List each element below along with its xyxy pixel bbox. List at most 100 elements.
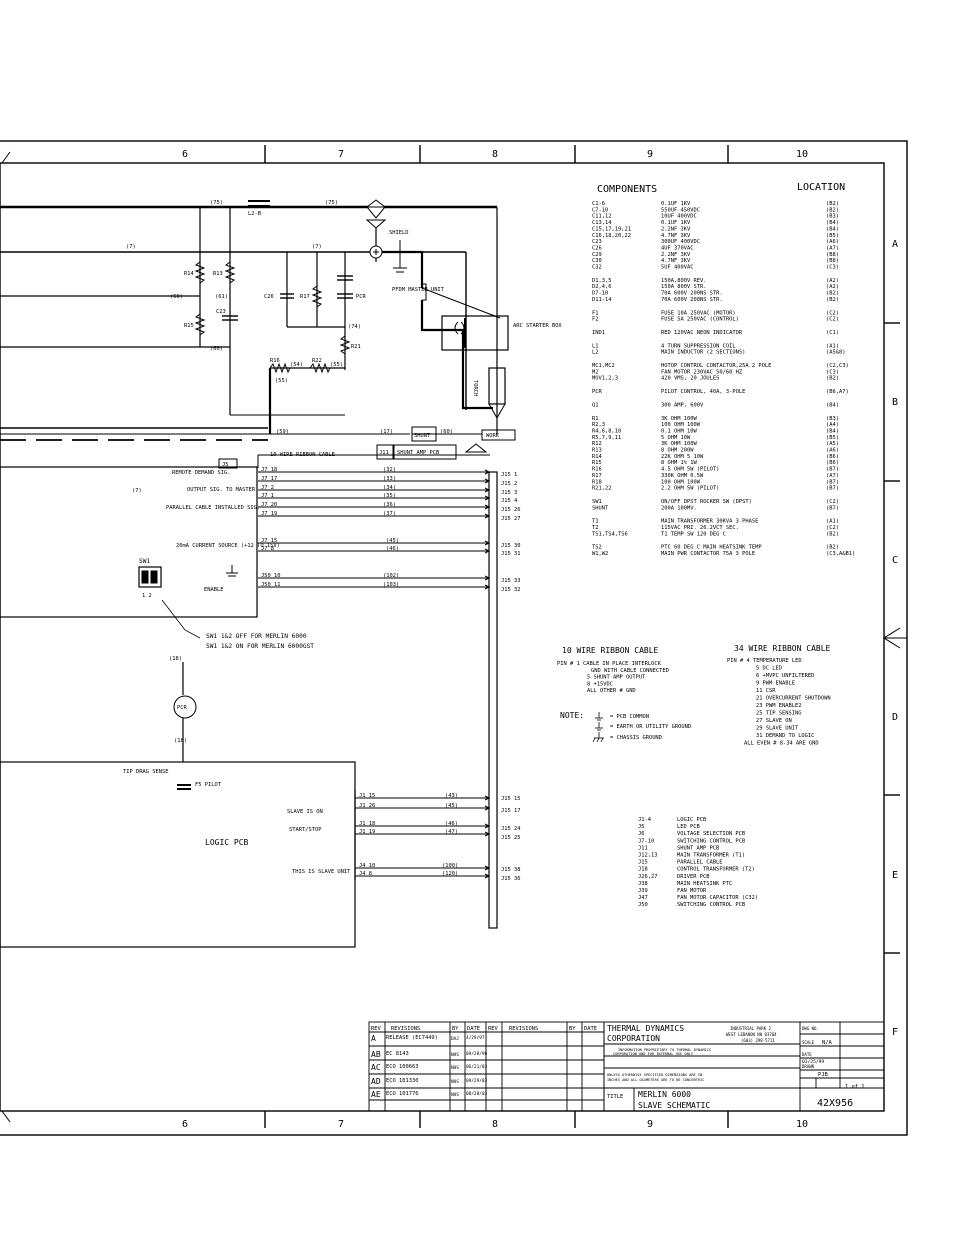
component-desc: PTC 60 DEG C MAIN HEATSINK TEMP <box>661 545 762 551</box>
component-ref: D2,4,6 <box>592 284 611 290</box>
component-location: (C3,A&B1) <box>826 551 855 557</box>
label-sw1-positions: 1 2 <box>142 593 152 599</box>
component-location: (A6) <box>826 239 839 245</box>
component-desc: 550UF 450VDC <box>661 207 700 213</box>
note-pcb-common: = PCB COMMON <box>610 714 649 720</box>
wire-label: (17) <box>380 429 393 435</box>
j15-pin: J15 1 <box>501 472 517 478</box>
wire-number-labels: (75) (75) (7) (7) (60) (60) (61) (74) (5… <box>126 200 453 744</box>
ribbon10-line: 5 SHUNT AMP OUTPUT <box>587 675 646 681</box>
proprietary-line1: INFORMATION PROPRIETARY TO THERMAL DYNAM… <box>618 1048 711 1052</box>
component-ref: R14 <box>592 454 602 460</box>
rev-by: NHS <box>451 1065 459 1071</box>
component-desc: MAIN PWR CONTACTOR 75A 3 POLE <box>661 551 755 557</box>
component-desc: MAIN TRANSFORMER 30KVA 3 PHASE <box>661 519 758 525</box>
j7-pin: J7 17 <box>261 476 277 482</box>
component-ref: C32 <box>592 265 602 271</box>
component-ref: C16,18,20,22 <box>592 233 631 239</box>
location-title: LOCATION <box>797 182 845 193</box>
component-location: (B7) <box>826 486 839 492</box>
j15-pin: J15 27 <box>501 516 520 522</box>
components-drawn <box>138 199 516 879</box>
component-location: (A6) <box>826 448 839 454</box>
component-location: (B6,A7) <box>826 389 849 395</box>
component-location: (B2) <box>826 376 839 382</box>
rev-letter: AB <box>371 1050 381 1059</box>
label-j5: J5 <box>222 462 229 468</box>
scale-value: N/A <box>822 1040 832 1046</box>
component-ref: F1 <box>592 310 599 316</box>
connector-ref: J6 <box>638 831 645 837</box>
sheet-value: 1 of 1 <box>845 1084 864 1090</box>
dwg-no-label: DWG NO. <box>802 1026 819 1031</box>
component-location: (B2) <box>826 545 839 551</box>
label-shield: SHIELD <box>389 230 408 236</box>
component-desc: 200A 100MV. <box>661 505 697 511</box>
j15-pin: J15 3 <box>501 490 517 496</box>
rev-by: DAJ <box>451 1036 459 1042</box>
connector-desc: FAN MOTOR <box>677 888 707 894</box>
label-10-wire-ribbon: 10 WIRE RIBBON CABLE <box>270 452 335 458</box>
wire-label: (7) <box>132 488 142 494</box>
component-location: (B2) <box>826 291 839 297</box>
col-number-7-bottom: 7 <box>338 1119 344 1130</box>
component-location: (A5) <box>826 441 839 447</box>
connector-desc: LED PCB <box>677 824 700 830</box>
component-location: (A5&8) <box>826 350 845 356</box>
component-desc: FAN MOTOR 230VAC 50/60 HZ <box>661 369 743 375</box>
component-ref: R15 <box>592 460 602 466</box>
j15-pin: J15 31 <box>501 551 520 557</box>
j7-signal-labels: REMOTE DEMAND SIG. OUTPUT SIG. TO MASTER… <box>123 470 351 875</box>
company-name-line1: THERMAL DYNAMICS <box>607 1024 684 1033</box>
label-c23: C23 <box>216 309 226 315</box>
component-ref: L2 <box>592 350 599 356</box>
j15-pin: J15 15 <box>501 796 520 802</box>
j15-pin: J15 17 <box>501 808 520 814</box>
ribbon10-line: 8 +15VDC <box>587 681 613 687</box>
label-c26: C26 <box>264 294 274 300</box>
component-desc: 0.1UF 1KV <box>661 220 691 226</box>
component-desc: 0.1 OHM 10W <box>661 428 697 434</box>
label-slave-on: SLAVE IS ON <box>287 809 323 815</box>
j1-pin: J1 26 <box>359 803 375 809</box>
wire-label: (74) <box>348 324 361 330</box>
component-ref: C15,17,19,21 <box>592 226 631 232</box>
row-letter-a: A <box>892 239 898 250</box>
component-ref: MOV1,2,3 <box>592 376 618 382</box>
component-row: C13,14 0.1UF 1KV (B4) <box>592 220 839 226</box>
component-ref: T2 <box>592 525 599 531</box>
component-desc: 8 OHM 200W <box>661 448 694 454</box>
component-location: (C3) <box>826 369 839 375</box>
col-number-8-bottom: 8 <box>492 1119 498 1130</box>
component-ref: M2 <box>592 369 599 375</box>
component-ref: C13,14 <box>592 220 611 226</box>
col-number-6: 6 <box>182 149 188 160</box>
rev-description: EC 8143 <box>386 1051 409 1057</box>
component-location: (C2,C3) <box>826 363 849 369</box>
row-letter-e: E <box>892 870 898 881</box>
component-location: (B4) <box>826 220 839 226</box>
j7-signal-lines <box>258 471 489 588</box>
j1-wire: (45) <box>445 803 458 809</box>
component-ref: R5,7,9,11 <box>592 435 621 441</box>
component-desc: 0.1UF 1KV <box>661 201 691 207</box>
j7-wire: (102) <box>383 573 399 579</box>
j7-pin: J7 20 <box>261 502 277 508</box>
component-desc: MAIN INDUCTOR (2 SECTIONS) <box>661 350 745 356</box>
label-tip-drag: TIP DRAG SENSE <box>123 769 168 775</box>
j1-wire: (47) <box>445 829 458 835</box>
wire-label: (60) <box>210 346 223 352</box>
component-desc: 2.2 OHM 5W (PILOT) <box>661 486 719 492</box>
wire-label: (75) <box>210 200 223 206</box>
rev-date: 4/29/97 <box>466 1035 485 1041</box>
